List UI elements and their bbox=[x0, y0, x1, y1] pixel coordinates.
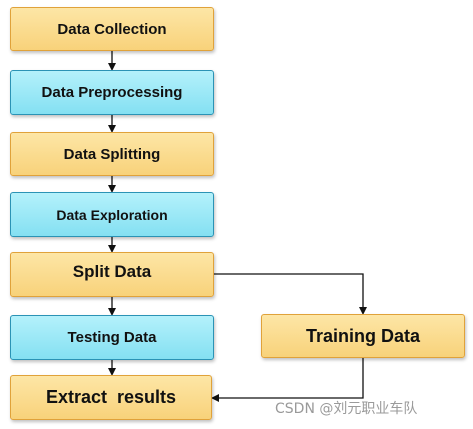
node-testing-data: Testing Data bbox=[10, 315, 214, 360]
node-data-splitting-label: Data Splitting bbox=[63, 145, 161, 163]
node-data-collection: Data Collection bbox=[10, 7, 214, 51]
node-extract-results-label: Extract results bbox=[45, 387, 177, 407]
node-data-preprocessing: Data Preprocessing bbox=[10, 70, 214, 115]
node-training-data-label: Training Data bbox=[305, 325, 421, 346]
node-data-exploration-label: Data Exploration bbox=[56, 206, 168, 223]
node-data-collection-label: Data Collection bbox=[57, 20, 167, 38]
node-split-data: Split Data bbox=[10, 252, 214, 297]
node-data-splitting: Data Splitting bbox=[10, 132, 214, 176]
node-training-data: Training Data bbox=[261, 314, 465, 358]
node-extract-results: Extract results bbox=[10, 375, 212, 420]
watermark: CSDN @刘元职业车队 bbox=[275, 401, 418, 417]
node-split-data-label: Split Data bbox=[72, 262, 152, 281]
arrow-split-to-training bbox=[214, 273, 367, 315]
node-data-exploration: Data Exploration bbox=[10, 192, 214, 237]
arrow-training-to-extract bbox=[211, 358, 364, 402]
node-data-preprocessing-label: Data Preprocessing bbox=[41, 84, 183, 101]
node-testing-data-label: Testing Data bbox=[67, 329, 157, 346]
